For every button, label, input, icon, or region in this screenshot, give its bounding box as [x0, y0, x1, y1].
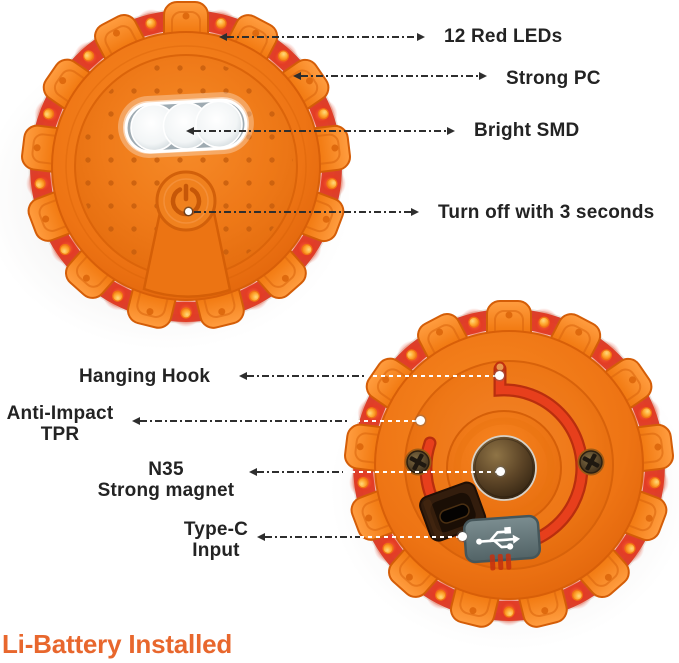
callout-label: Strong PC — [506, 68, 601, 89]
arrow-left-icon — [132, 417, 140, 425]
usb-cover[interactable] — [462, 514, 542, 564]
power-button[interactable] — [155, 170, 217, 232]
callout-line-on-product — [343, 471, 498, 474]
arrow-left-icon — [186, 127, 194, 135]
back-view-image — [342, 300, 676, 631]
callout-line — [227, 36, 417, 38]
callout-dot — [416, 416, 425, 425]
callout-label: Bright SMD — [474, 120, 580, 141]
usb-icon — [476, 526, 521, 550]
callout-dot — [496, 467, 505, 476]
arrow-right-icon — [479, 72, 487, 80]
callout-line — [301, 75, 479, 77]
callout-label-line1: Type-C — [183, 519, 249, 540]
right-screw — [576, 447, 606, 477]
footer-note: Li-Battery Installed — [2, 629, 233, 659]
callout-line-on-product — [360, 536, 460, 539]
arrow-left-icon — [257, 533, 265, 541]
callout-line — [194, 130, 447, 132]
callout-label-line1: N35 — [148, 459, 184, 480]
arrow-left-icon — [249, 468, 257, 476]
callout-label: Hanging Hook — [79, 366, 211, 387]
callout-label-line2: Input — [192, 540, 240, 561]
callout-line-on-product — [348, 420, 418, 423]
arrow-left-icon — [239, 372, 247, 380]
arrow-right-icon — [447, 127, 455, 135]
callout-label: Turn off with 3 seconds — [438, 202, 655, 223]
callout-label: 12 Red LEDs — [444, 26, 563, 47]
callout-line — [140, 420, 348, 422]
callout-label-line1: Anti-Impact — [6, 403, 114, 424]
callout-label-line2: TPR — [40, 424, 80, 445]
front-view-image — [19, 1, 353, 332]
arrow-left-icon — [293, 72, 301, 80]
callout-line — [265, 536, 360, 538]
callout-line-on-product — [365, 375, 497, 378]
callout-label-line2: Strong magnet — [97, 480, 235, 501]
arrow-left-icon — [219, 33, 227, 41]
vent-slots — [489, 553, 512, 571]
callout-line — [247, 375, 365, 377]
arrow-right-icon — [417, 33, 425, 41]
smd-led-array — [117, 92, 254, 158]
arrow-right-icon — [411, 208, 419, 216]
callout-line — [194, 211, 411, 213]
callout-dot — [185, 208, 192, 215]
callout-line — [257, 471, 343, 473]
callout-dot — [495, 371, 504, 380]
callout-dot — [458, 532, 467, 541]
